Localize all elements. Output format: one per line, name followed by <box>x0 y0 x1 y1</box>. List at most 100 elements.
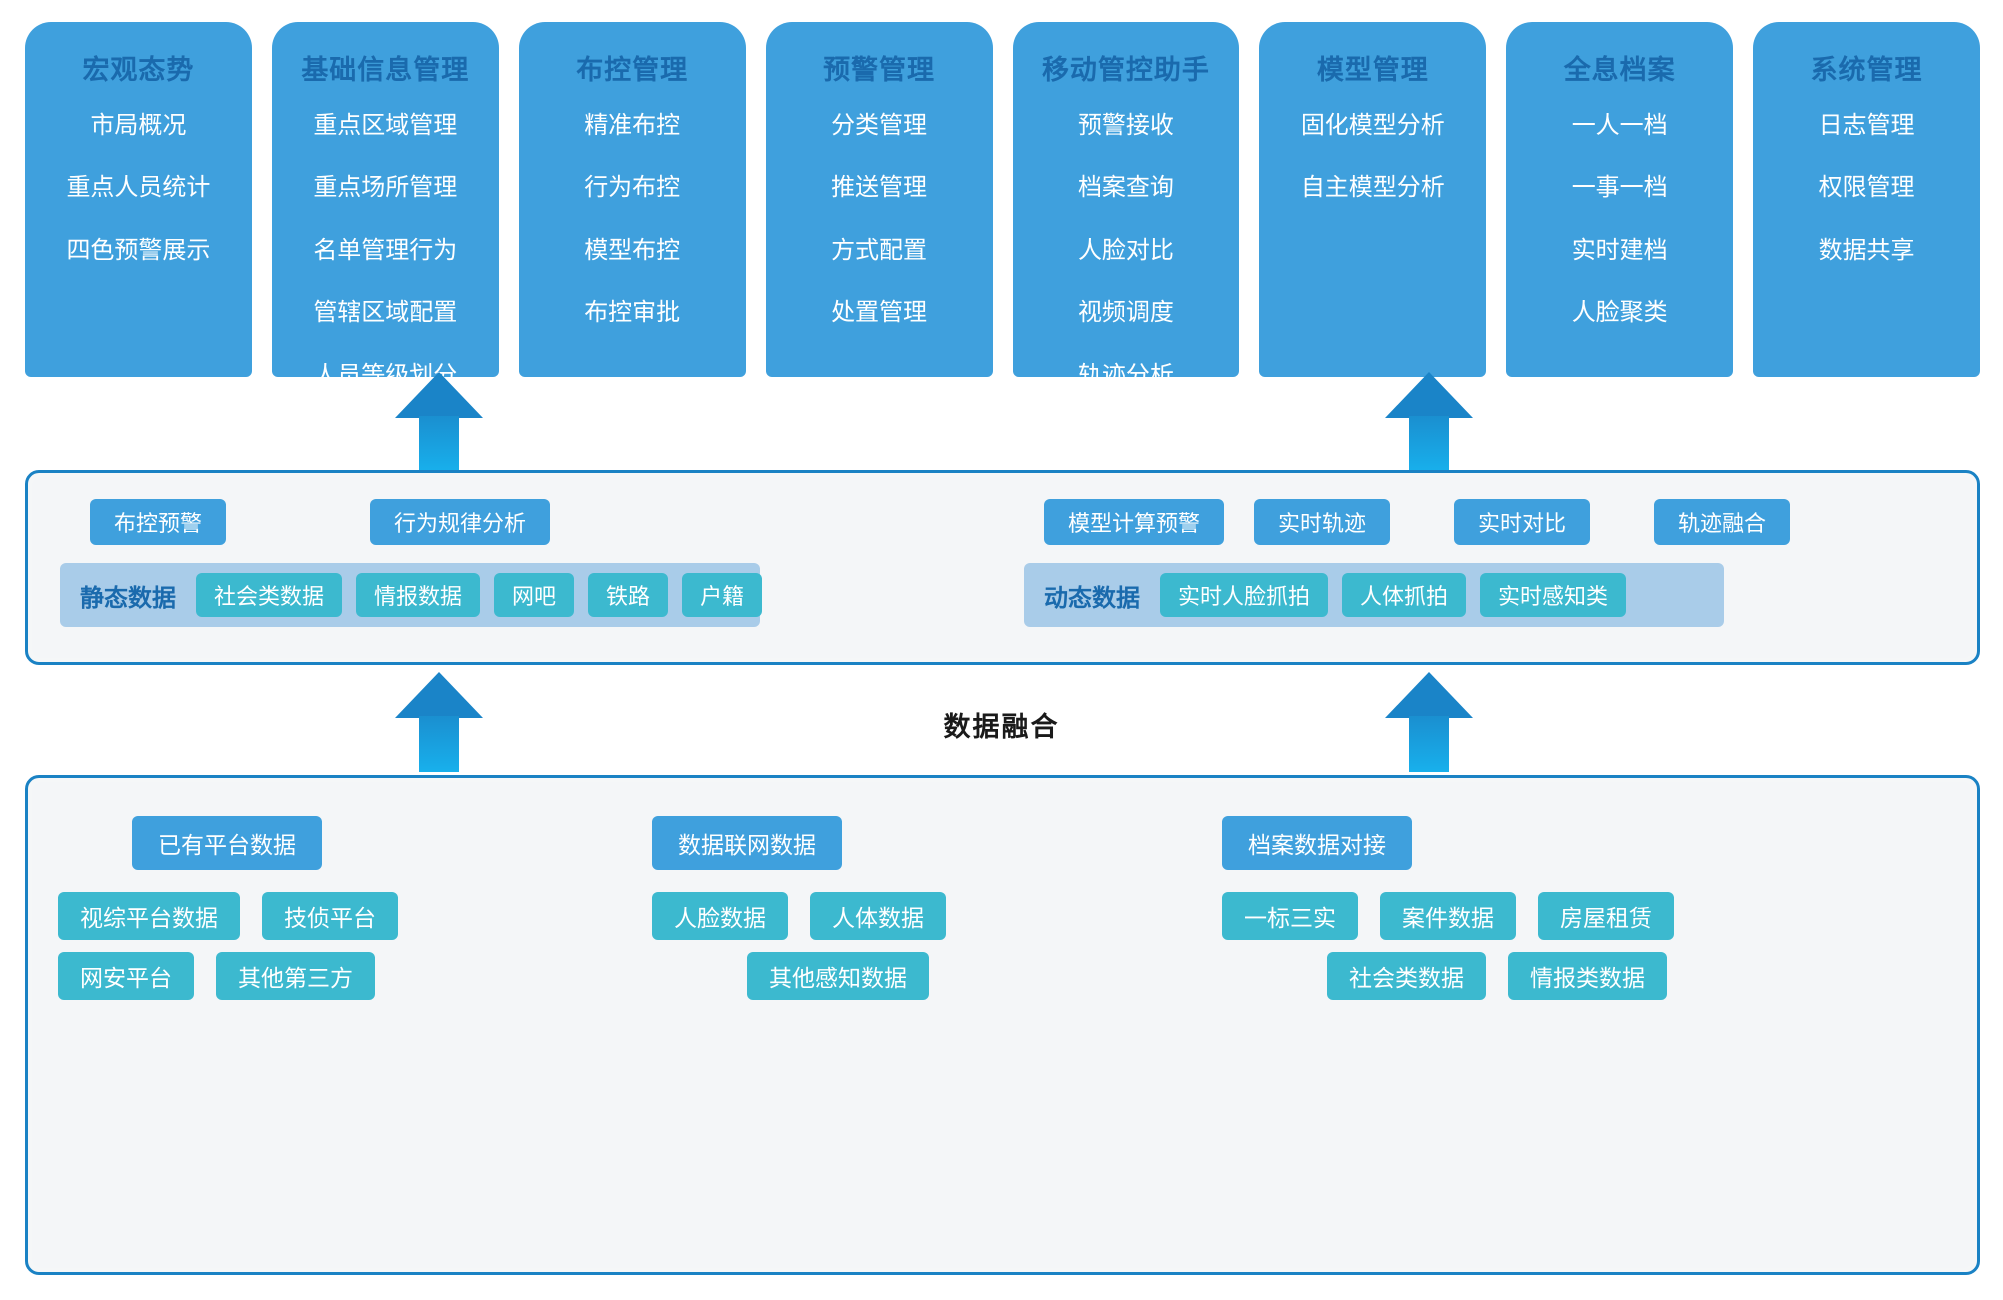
module-item[interactable]: 一事一档 <box>1571 174 1668 202</box>
module-item-list: 日志管理权限管理数据共享 <box>1753 112 1980 300</box>
fusion-capability-chip[interactable]: 行为规律分析 <box>370 499 551 545</box>
module-item[interactable]: 行为布控 <box>584 174 681 202</box>
module-item-list: 重点区域管理重点场所管理名单管理行为管辖区域配置人员等级划分 <box>272 112 499 425</box>
module-item[interactable]: 人脸对比 <box>1077 236 1174 264</box>
module-item[interactable]: 布控审批 <box>584 299 681 327</box>
module-item[interactable]: 重点场所管理 <box>313 174 458 202</box>
module-card[interactable]: 基础信息管理重点区域管理重点场所管理名单管理行为管辖区域配置人员等级划分 <box>271 22 499 388</box>
data-source-chip[interactable]: 案件数据 <box>1380 892 1516 940</box>
arrow-shaft <box>419 716 459 772</box>
module-title: 模型管理 <box>1316 55 1429 85</box>
module-item[interactable]: 数据共享 <box>1818 236 1915 264</box>
module-card[interactable]: 布控管理精准布控行为布控模型布控布控审批 <box>518 22 746 377</box>
arrow-up-icon-fusion-left <box>395 672 483 772</box>
data-source-head[interactable]: 档案数据对接 <box>1222 816 1412 870</box>
data-source-row: 视综平台数据技侦平台 <box>58 892 618 940</box>
arrow-head <box>1385 672 1473 718</box>
module-card[interactable]: 宏观态势市局概况重点人员统计四色预警展示 <box>25 22 252 377</box>
module-item[interactable]: 重点人员统计 <box>66 174 211 202</box>
data-source-chip[interactable]: 社会类数据 <box>1327 952 1486 1000</box>
data-source-chip[interactable]: 一标三实 <box>1222 892 1358 940</box>
data-category-chip[interactable]: 人体抓拍 <box>1342 573 1467 617</box>
module-card[interactable]: 系统管理日志管理权限管理数据共享 <box>1753 22 1980 377</box>
module-title: 全息档案 <box>1563 55 1676 85</box>
module-title: 移动管控助手 <box>1041 55 1210 85</box>
module-item[interactable]: 重点区域管理 <box>313 112 458 139</box>
module-title: 系统管理 <box>1810 55 1923 85</box>
module-item[interactable]: 预警接收 <box>1077 112 1174 139</box>
module-item[interactable]: 方式配置 <box>831 236 928 264</box>
module-card[interactable]: 模型管理固化模型分析自主模型分析 <box>1259 22 1487 377</box>
module-item[interactable]: 模型布控 <box>584 236 681 264</box>
data-category-chip[interactable]: 社会类数据 <box>196 573 343 617</box>
data-source-chip[interactable]: 房屋租赁 <box>1538 892 1674 940</box>
module-item[interactable]: 一人一档 <box>1571 112 1668 139</box>
data-source-layer-panel: 已有平台数据视综平台数据技侦平台网安平台其他第三方数据联网数据人脸数据人体数据其… <box>25 775 1980 1275</box>
data-source-head-wrap: 档案数据对接 <box>1222 816 1922 892</box>
data-category-chip[interactable]: 情报数据 <box>356 573 481 617</box>
module-item[interactable]: 固化模型分析 <box>1300 112 1445 139</box>
module-title: 布控管理 <box>576 55 689 85</box>
module-item[interactable]: 分类管理 <box>831 112 928 139</box>
module-item[interactable]: 管辖区域配置 <box>313 299 458 327</box>
dynamic-data-group-label: 动态数据 <box>1044 584 1140 612</box>
module-item-list: 一人一档一事一档实时建档人脸聚类 <box>1506 112 1733 363</box>
data-fusion-label: 数据融合 <box>943 712 1060 742</box>
module-item-list: 市局概况重点人员统计四色预警展示 <box>25 112 252 300</box>
arrow-shaft <box>419 416 459 472</box>
module-item[interactable]: 人脸聚类 <box>1571 299 1668 327</box>
data-source-head[interactable]: 已有平台数据 <box>132 816 322 870</box>
fusion-capability-chip[interactable]: 轨迹融合 <box>1654 499 1791 545</box>
data-category-chip[interactable]: 户籍 <box>682 573 763 617</box>
module-item[interactable]: 市局概况 <box>90 112 187 139</box>
data-source-chip[interactable]: 情报类数据 <box>1508 952 1667 1000</box>
module-card[interactable]: 预警管理分类管理推送管理方式配置处置管理 <box>765 22 993 377</box>
data-source-chip[interactable]: 其他感知数据 <box>747 952 929 1000</box>
module-title: 宏观态势 <box>82 55 195 85</box>
data-category-chip[interactable]: 实时感知类 <box>1480 573 1627 617</box>
fusion-capability-chip[interactable]: 布控预警 <box>90 499 227 545</box>
module-title: 预警管理 <box>823 55 936 85</box>
fusion-capability-chip[interactable]: 实时对比 <box>1454 499 1591 545</box>
module-item-list: 分类管理推送管理方式配置处置管理 <box>766 112 993 363</box>
dynamic-data-section: 模型计算预警实时轨迹 实时对比 轨迹融合 动态数据 实时人脸抓拍人体抓拍实时感知类 <box>1024 477 1944 658</box>
module-item[interactable]: 推送管理 <box>831 174 928 202</box>
data-source-chip[interactable]: 视综平台数据 <box>58 892 240 940</box>
data-source-row: 其他感知数据 <box>652 952 1182 1000</box>
module-card[interactable]: 全息档案一人一档一事一档实时建档人脸聚类 <box>1506 22 1734 377</box>
data-source-rows: 视综平台数据技侦平台网安平台其他第三方 <box>58 892 618 1000</box>
data-source-head-wrap: 数据联网数据 <box>652 816 1182 892</box>
arrow-up-icon-fusion-right <box>1385 672 1473 772</box>
module-item[interactable]: 名单管理行为 <box>313 236 458 264</box>
module-item[interactable]: 精准布控 <box>584 112 681 139</box>
data-category-chip[interactable]: 网吧 <box>494 573 575 617</box>
data-source-chip[interactable]: 人体数据 <box>810 892 946 940</box>
data-source-head[interactable]: 数据联网数据 <box>652 816 842 870</box>
module-item-list: 固化模型分析自主模型分析 <box>1259 112 1486 238</box>
data-category-chip[interactable]: 实时人脸抓拍 <box>1160 573 1329 617</box>
data-source-row: 一标三实案件数据房屋租赁 <box>1222 892 1922 940</box>
module-item[interactable]: 视频调度 <box>1077 299 1174 327</box>
data-source-rows: 人脸数据人体数据其他感知数据 <box>652 892 1182 1000</box>
data-source-chip[interactable]: 其他第三方 <box>216 952 375 1000</box>
module-item[interactable]: 权限管理 <box>1818 174 1915 202</box>
data-source-chip[interactable]: 网安平台 <box>58 952 194 1000</box>
data-source-row: 网安平台其他第三方 <box>58 952 618 1000</box>
static-data-section: 布控预警 行为规律分析 静态数据 社会类数据情报数据网吧铁路户籍 <box>60 477 980 658</box>
module-item[interactable]: 档案查询 <box>1077 174 1174 202</box>
module-item[interactable]: 轨迹分析 <box>1077 361 1174 389</box>
module-item[interactable]: 处置管理 <box>831 299 928 327</box>
module-item[interactable]: 自主模型分析 <box>1300 174 1445 202</box>
data-category-chip[interactable]: 铁路 <box>588 573 669 617</box>
module-item[interactable]: 实时建档 <box>1571 236 1668 264</box>
module-card[interactable]: 移动管控助手预警接收档案查询人脸对比视频调度轨迹分析 <box>1012 22 1240 388</box>
data-source-column: 已有平台数据视综平台数据技侦平台网安平台其他第三方 <box>58 816 618 1000</box>
fusion-capability-chip[interactable]: 模型计算预警 <box>1044 499 1225 545</box>
data-source-chip[interactable]: 技侦平台 <box>262 892 398 940</box>
data-source-column: 数据联网数据人脸数据人体数据其他感知数据 <box>652 816 1182 1000</box>
fusion-capability-chip[interactable]: 实时轨迹 <box>1254 499 1391 545</box>
static-data-group: 静态数据 社会类数据情报数据网吧铁路户籍 <box>60 563 763 627</box>
module-item[interactable]: 日志管理 <box>1818 112 1915 139</box>
data-source-chip[interactable]: 人脸数据 <box>652 892 788 940</box>
module-item[interactable]: 四色预警展示 <box>66 236 211 264</box>
